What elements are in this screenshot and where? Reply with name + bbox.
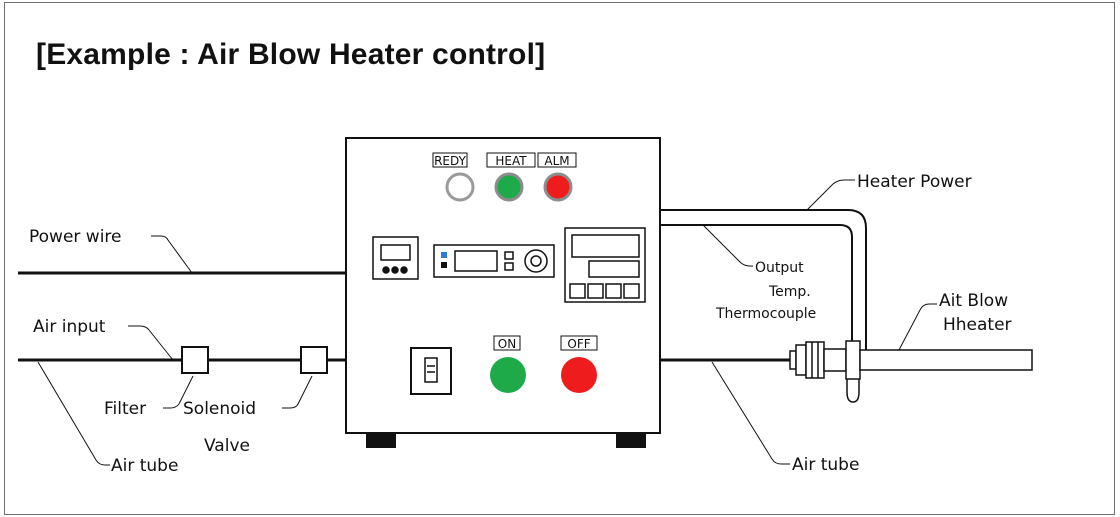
solenoid-valve-box xyxy=(300,346,328,374)
lamp-label-alm: ALM xyxy=(544,154,569,168)
lamp-labels: REDY HEAT ALM xyxy=(432,152,577,168)
lamp-alm xyxy=(543,172,573,202)
off-button-label: OFF xyxy=(567,337,590,351)
lamp-redy xyxy=(445,172,475,202)
leader-solenoid xyxy=(282,375,313,409)
on-button xyxy=(490,357,526,393)
label-hheater: Hheater xyxy=(943,315,1012,335)
lamp-label-heat: HEAT xyxy=(495,154,527,168)
label-air-tube-left: Air tube xyxy=(111,456,178,476)
diagram-frame xyxy=(4,2,1115,515)
label-thermocouple: Thermocouple xyxy=(715,306,816,322)
label-power-wire: Power wire xyxy=(29,227,122,247)
filter-box xyxy=(181,346,209,374)
label-valve: Valve xyxy=(204,436,250,456)
label-solenoid: Solenoid xyxy=(183,399,256,419)
leader-heater xyxy=(898,303,937,351)
label-filter: Filter xyxy=(104,399,146,419)
air-blow-heater xyxy=(789,340,1033,380)
leader-air-tube-right xyxy=(711,361,790,465)
leader-air-input xyxy=(128,325,174,361)
label-temp: Temp. xyxy=(768,284,811,300)
leader-output xyxy=(702,224,753,267)
diagram-title: [Example : Air Blow Heater control] xyxy=(36,38,546,71)
lamp-label-redy: REDY xyxy=(434,154,467,168)
lamp-heat xyxy=(494,172,524,202)
label-air-input: Air input xyxy=(33,317,106,337)
leader-power-wire xyxy=(151,235,193,274)
thermocouple-loop xyxy=(846,342,860,403)
leader-filter xyxy=(163,375,194,409)
small-meter xyxy=(372,236,419,280)
label-output: Output xyxy=(755,260,804,276)
box-foot-right xyxy=(616,434,646,448)
main-switch xyxy=(410,347,452,395)
box-foot-left xyxy=(366,434,396,448)
temperature-controller xyxy=(564,227,646,303)
label-ait-blow: Ait Blow xyxy=(939,291,1008,311)
horizontal-controller xyxy=(433,244,555,278)
off-button xyxy=(561,357,597,393)
leader-heater-power xyxy=(806,179,855,211)
on-button-label: ON xyxy=(498,337,516,351)
heater-power-cable xyxy=(660,209,867,352)
leader-air-tube-left xyxy=(37,361,110,466)
label-air-tube-right: Air tube xyxy=(792,455,859,475)
label-heater-power: Heater Power xyxy=(857,172,972,192)
